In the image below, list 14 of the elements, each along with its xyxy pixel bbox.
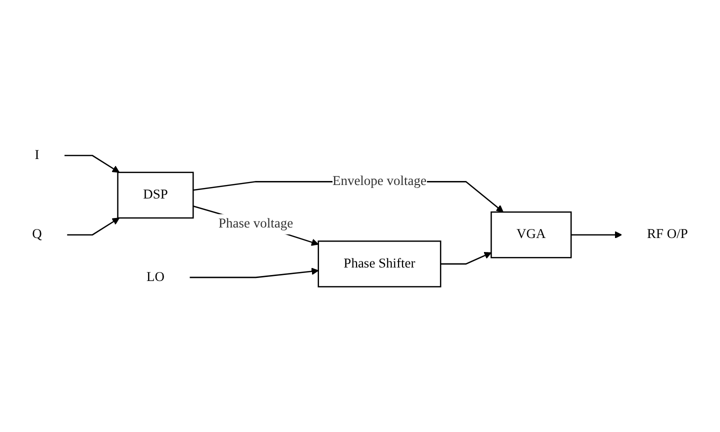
- arrow: [64, 154, 120, 172]
- node-text: Q: [32, 226, 42, 242]
- node-text: RF O/P: [647, 226, 688, 242]
- node-box: VGA: [490, 210, 572, 258]
- node-box: DSP: [117, 171, 194, 218]
- edge-label: Phase voltage: [218, 216, 294, 231]
- arrow: [190, 267, 319, 278]
- edge-label: Envelope voltage: [332, 174, 427, 188]
- node-box: Phase Shifter: [318, 240, 442, 287]
- arrow: [571, 230, 622, 238]
- node-text: I: [34, 147, 40, 162]
- node-text: LO: [146, 269, 164, 284]
- arrow: [67, 217, 120, 235]
- arrow: [440, 252, 492, 264]
